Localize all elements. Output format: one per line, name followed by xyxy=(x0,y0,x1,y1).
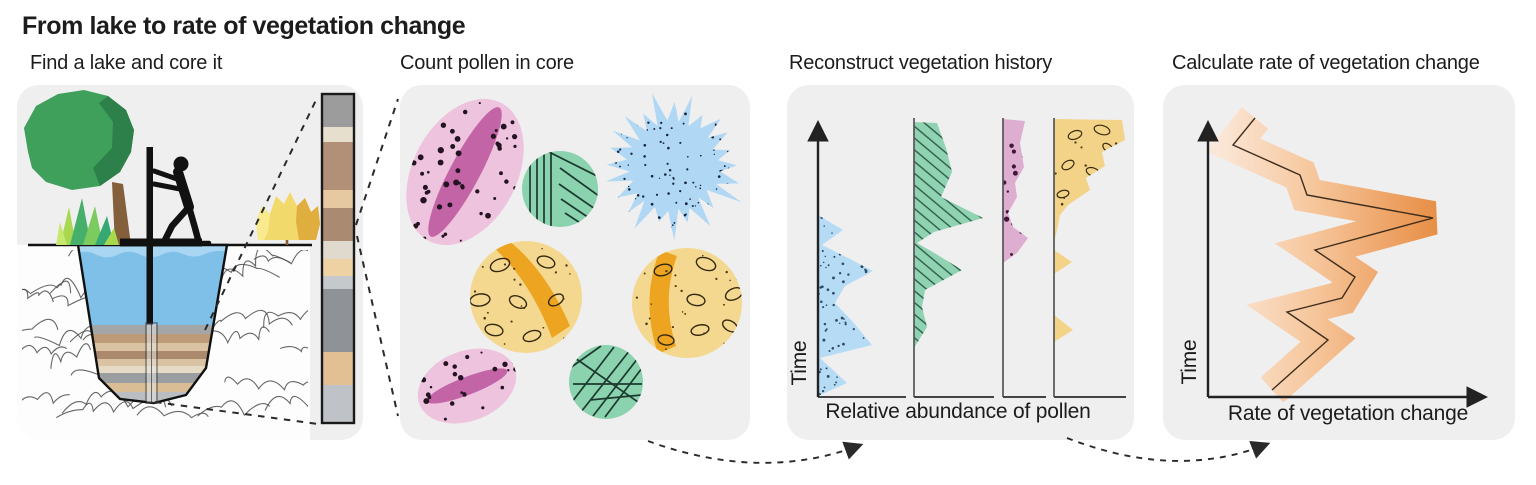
yellow-pollen-right xyxy=(632,248,742,358)
bush xyxy=(256,192,320,245)
rate-of-change-chart: Time Rate of vegetation change xyxy=(1178,107,1488,425)
header-find-lake: Find a lake and core it xyxy=(30,52,223,74)
lake-outline xyxy=(76,243,229,405)
header-count-pollen: Count pollen in core xyxy=(400,52,574,74)
pink-pollen-large xyxy=(406,95,524,249)
person-coring xyxy=(151,156,212,247)
panel-reconstruct-history xyxy=(787,85,1134,440)
page-title: From lake to rate of vegetation change xyxy=(22,12,466,40)
zoom-indicator-lines xyxy=(154,95,399,425)
tree-canopy-shadow xyxy=(93,96,134,186)
time-axis-label-rate: Time xyxy=(1178,339,1201,384)
flow-arrow-history-to-rate xyxy=(1066,437,1271,462)
abundance-curve-yellow xyxy=(1054,119,1125,243)
header-reconstruct-history: Reconstruct vegetation history xyxy=(789,52,1052,74)
header-calculate-rate: Calculate rate of vegetation change xyxy=(1172,52,1480,74)
abundance-curve-blue xyxy=(818,215,873,396)
grass-tuft xyxy=(56,198,119,245)
lake-scene xyxy=(17,90,320,440)
rate-center-line xyxy=(1231,117,1434,391)
pollen-grains xyxy=(406,93,742,427)
abundance-axis-label: Relative abundance of pollen xyxy=(825,400,1090,423)
yellow-pollen-left xyxy=(470,241,582,353)
sediment-core-column xyxy=(320,92,356,425)
vegetation-history-chart: Time Relative abundance of pollen xyxy=(788,118,1126,423)
tree-trunk xyxy=(112,182,131,245)
flow-arrow-pollen-to-history xyxy=(647,440,864,464)
rate-axis-label: Rate of vegetation change xyxy=(1228,402,1468,425)
time-axis-label-history: Time xyxy=(788,340,811,385)
abundance-curve-pink xyxy=(1003,119,1028,263)
coring-pole xyxy=(146,147,153,325)
green-pollen-bottom xyxy=(569,345,643,419)
